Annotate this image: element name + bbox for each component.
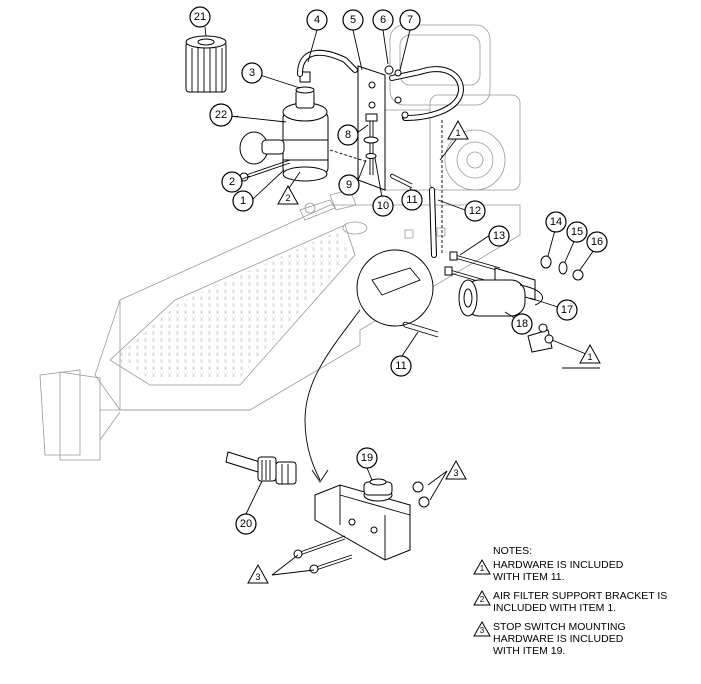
note-2: 2 AIR FILTER SUPPORT BRACKET IS INCLUDED… (473, 589, 693, 614)
note-1-line-2: WITH ITEM 11. (493, 571, 565, 583)
svg-text:7: 7 (407, 14, 413, 26)
air-cleaner-assembly (282, 71, 329, 182)
note-1: 1 HARDWARE IS INCLUDED WITH ITEM 11. (473, 558, 693, 583)
callout-3: 3 (241, 62, 263, 84)
svg-text:1: 1 (240, 195, 246, 207)
callout-20: 20 (235, 513, 257, 535)
callout-22: 22 (209, 103, 233, 127)
detail-magnifier (304, 249, 434, 483)
callout-2: 2 (221, 171, 243, 193)
note-triangle-1-muffler: 1 (562, 343, 601, 369)
svg-text:1: 1 (455, 128, 460, 138)
note-3-line-2: HARDWARE IS INCLUDED (493, 633, 624, 645)
svg-text:21: 21 (194, 11, 206, 23)
muffler-assembly (458, 267, 553, 353)
washers-nuts (538, 255, 584, 344)
callout-4: 4 (306, 9, 328, 31)
svg-text:11: 11 (406, 194, 417, 206)
notes-panel: NOTES: 1 HARDWARE IS INCLUDED WITH ITEM … (473, 545, 693, 664)
mounting-screws (293, 481, 430, 574)
callout-6: 6 (372, 9, 394, 31)
nuts (384, 65, 409, 119)
svg-text:3: 3 (255, 572, 260, 582)
stop-switch (314, 478, 411, 561)
svg-text:3: 3 (480, 626, 485, 635)
svg-text:20: 20 (240, 518, 252, 530)
callout-8: 8 (337, 124, 359, 146)
callout-10: 10 (372, 195, 394, 217)
callout-1: 1 (232, 190, 254, 212)
svg-text:10: 10 (377, 200, 389, 212)
note-3-triangle-icon: 3 (473, 620, 491, 637)
note-3: 3 STOP SWITCH MOUNTING HARDWARE IS INCLU… (473, 620, 693, 657)
svg-text:9: 9 (346, 179, 352, 191)
note-triangle-2: 2 (277, 184, 299, 205)
svg-text:13: 13 (493, 230, 505, 242)
trailer-tread-pattern: x (115, 230, 350, 380)
svg-text:16: 16 (591, 236, 603, 248)
svg-text:14: 14 (550, 216, 562, 228)
callout-7: 7 (399, 9, 421, 31)
note-3-line-3: WITH ITEM 19. (493, 645, 566, 657)
cable-fitting (225, 451, 297, 485)
note-2-line-2: INCLUDED WITH ITEM 1. (493, 602, 617, 614)
note-2-triangle-icon: 2 (473, 589, 491, 606)
callout-9: 9 (338, 174, 360, 196)
bracket (357, 65, 386, 191)
callout-19: 19 (356, 447, 378, 469)
svg-text:3: 3 (453, 468, 458, 478)
note-1-line-1: HARDWARE IS INCLUDED (493, 559, 624, 571)
callout-16: 16 (586, 231, 608, 253)
svg-text:19: 19 (361, 452, 373, 464)
svg-text:4: 4 (314, 14, 320, 26)
svg-text:2: 2 (229, 176, 235, 188)
air-filter-element (185, 35, 227, 93)
trailer-frame: x (39, 204, 521, 461)
callout-15: 15 (566, 221, 588, 243)
callout-5: 5 (342, 9, 364, 31)
note-triangle-3-nuts: 3 (445, 459, 467, 480)
svg-text:18: 18 (516, 318, 528, 330)
note-triangle-1-engine: 1 (447, 119, 469, 140)
svg-text:3: 3 (249, 67, 255, 79)
svg-text:2: 2 (285, 193, 290, 203)
svg-text:6: 6 (380, 14, 386, 26)
note-1-triangle-icon: 1 (473, 558, 491, 575)
svg-text:17: 17 (561, 304, 573, 316)
callout-11-upper: 11 (401, 189, 423, 211)
note-triangle-3-screws: 3 (247, 563, 269, 584)
callout-12: 12 (464, 200, 486, 222)
note-2-line-1: AIR FILTER SUPPORT BRACKET IS (493, 590, 668, 602)
svg-text:8: 8 (345, 129, 351, 141)
svg-text:11: 11 (395, 360, 406, 372)
end-cap (239, 131, 285, 165)
bolt-washers (329, 113, 379, 175)
callout-17: 17 (556, 299, 578, 321)
svg-text:12: 12 (469, 205, 481, 217)
callout-18: 18 (511, 313, 533, 335)
note-3-line-1: STOP SWITCH MOUNTING (493, 621, 626, 633)
notes-title: NOTES: (493, 545, 533, 557)
svg-text:1: 1 (480, 564, 485, 573)
svg-text:15: 15 (571, 226, 583, 238)
callout-11-lower: 11 (390, 355, 412, 377)
callout-13: 13 (488, 225, 510, 247)
callout-21: 21 (189, 6, 211, 28)
svg-text:2: 2 (480, 595, 485, 604)
svg-text:22: 22 (215, 109, 227, 121)
svg-text:5: 5 (350, 14, 356, 26)
svg-text:1: 1 (587, 352, 592, 362)
callout-14: 14 (545, 211, 567, 233)
